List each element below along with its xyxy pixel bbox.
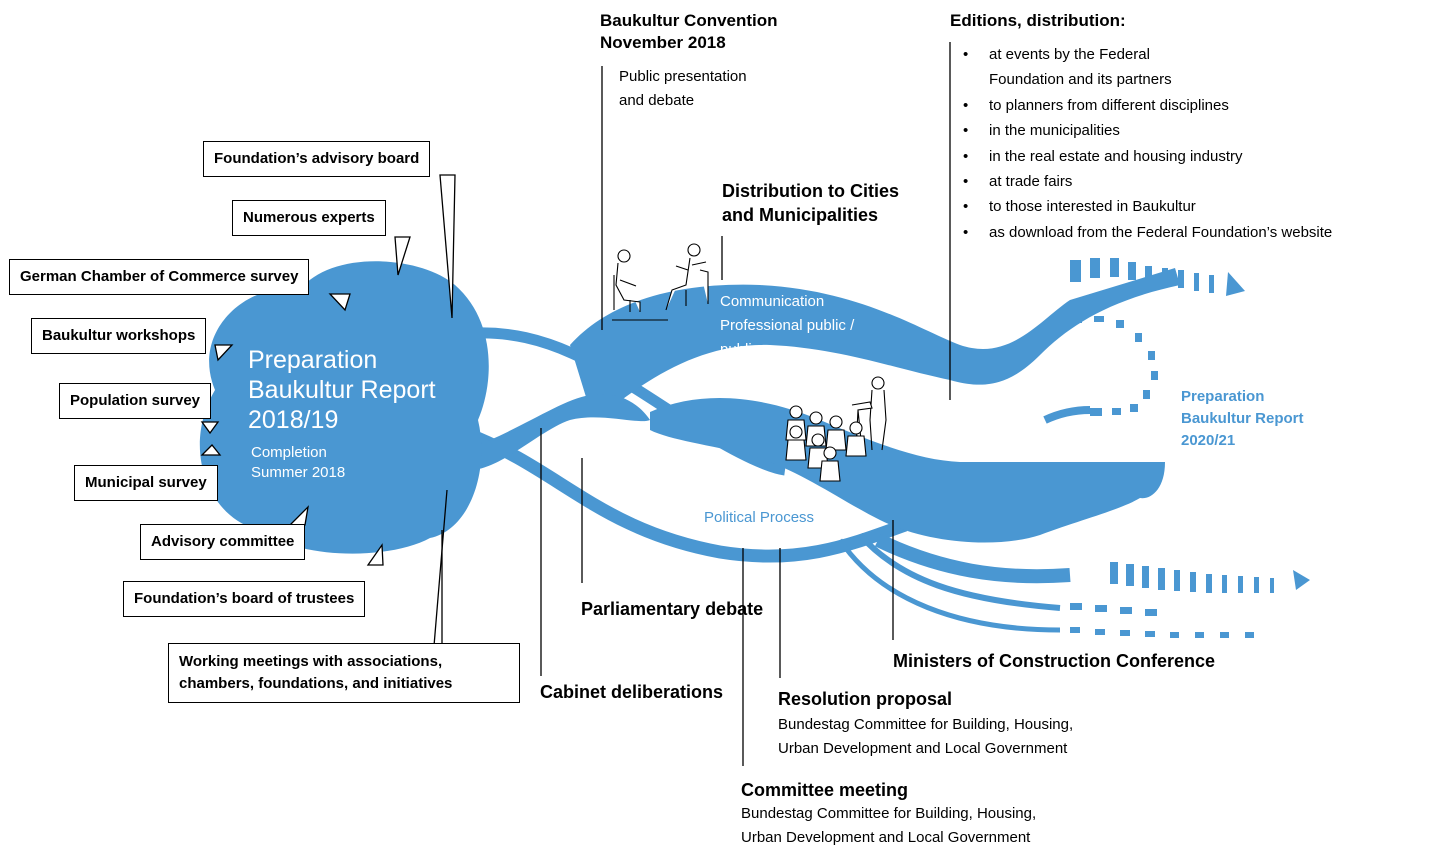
resolution-title: Resolution proposal — [778, 689, 953, 709]
communication-label: Communication Professional public / publ… — [720, 293, 855, 358]
input-working-meetings: Working meetings with associations, cham… — [168, 643, 520, 703]
committee-meeting-title: Committee meeting — [741, 780, 909, 800]
people-talking-icon — [612, 243, 709, 321]
editions-item: to planners from different disciplines — [963, 93, 1332, 119]
input-population-survey: Population survey — [59, 383, 212, 419]
wave-connector — [470, 394, 650, 470]
communication-band — [570, 268, 1180, 410]
report-title: Preparation Baukultur Report 2018/19 — [248, 346, 436, 434]
input-advisory-committee: Advisory committee — [140, 524, 306, 560]
editions-item: in the real estate and housing industry — [963, 144, 1332, 170]
input-board-of-trustees: Foundation’s board of trustees — [123, 581, 366, 617]
ministers-conference-label: Ministers of Construction Conference — [893, 651, 1216, 671]
input-baukultur-workshops: Baukultur workshops — [31, 318, 207, 354]
next-report-label: Preparation Baukultur Report 2020/21 — [1181, 388, 1304, 449]
bubble-tails — [200, 174, 456, 566]
cabinet-deliberations-label: Cabinet deliberations — [540, 682, 724, 702]
loop-return-ribbon — [1043, 406, 1091, 424]
editions-item: at trade fairs — [963, 169, 1332, 195]
editions-title: Editions, distribution: — [950, 11, 1126, 30]
editions-item-continued: Foundation and its partners — [989, 71, 1172, 89]
lower-swoop — [874, 533, 1071, 584]
editions-item: as download from the Federal Foundation’… — [963, 220, 1332, 246]
political-process-label: Political Process — [704, 509, 815, 526]
convention-body: Public presentation and debate — [619, 68, 747, 109]
editions-item: to those interested in Baukultur — [963, 194, 1332, 220]
editions-item: at events by the Federal — [963, 42, 1332, 68]
resolution-body: Bundestag Committee for Building, Housin… — [778, 716, 1074, 757]
convention-title: Baukultur Convention November 2018 — [600, 11, 778, 52]
leader-lines — [433, 42, 951, 766]
editions-list: at events by the Federal Foundation and … — [956, 42, 1332, 246]
lower-band — [650, 398, 1165, 543]
bottom-curve-1 — [857, 533, 1061, 611]
committee-meeting-body: Bundestag Committee for Building, Housin… — [741, 805, 1037, 846]
report-cloud — [199, 261, 489, 554]
distribution-cities-title: Distribution to Cities and Municipalitie… — [722, 181, 899, 225]
loop-dashes — [1070, 316, 1158, 416]
bottom-arrow-dashes — [1110, 562, 1310, 593]
speaker-audience-icon — [785, 376, 887, 482]
top-arrow-dashes — [1070, 258, 1245, 296]
input-municipal-survey: Municipal survey — [74, 465, 218, 501]
input-numerous-experts: Numerous experts — [232, 200, 386, 236]
report-completion: Completion Summer 2018 — [251, 444, 346, 481]
bottom-dashes-2 — [1070, 603, 1254, 638]
parliamentary-debate-label: Parliamentary debate — [581, 599, 764, 619]
input-foundation-advisory-board: Foundation’s advisory board — [203, 141, 431, 177]
input-chamber-commerce-survey: German Chamber of Commerce survey — [9, 259, 310, 295]
bottom-curve-2 — [837, 538, 1061, 633]
editions-item: in the municipalities — [963, 118, 1332, 144]
